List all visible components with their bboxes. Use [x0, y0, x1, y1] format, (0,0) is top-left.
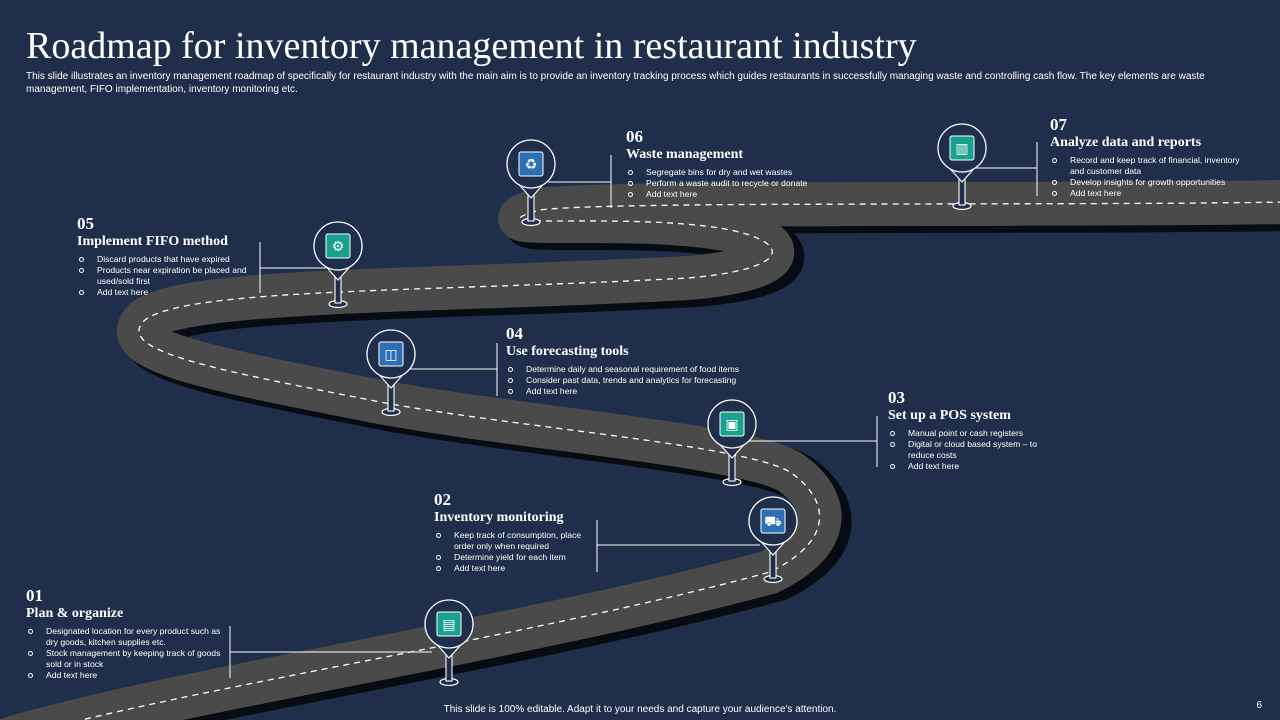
step-bullet: Record and keep track of financial, inve…: [1050, 155, 1255, 177]
step-bullets: Record and keep track of financial, inve…: [1050, 155, 1255, 199]
step-bullet: Stock management by keeping track of goo…: [26, 648, 226, 670]
gears-icon: ⚙: [332, 239, 345, 255]
step-bullets: Designated location for every product su…: [26, 626, 226, 681]
slide-title: Roadmap for inventory management in rest…: [26, 25, 917, 67]
step-03: 03 Set up a POS system Manual point or c…: [888, 389, 1058, 472]
marker-01: ▤: [424, 599, 474, 687]
step-bullet: Manual point or cash registers: [888, 428, 1058, 439]
slide-subtitle: This slide illustrates an inventory mana…: [26, 71, 1205, 95]
step-bullet: Determine daily and seasonal requirement…: [506, 364, 786, 375]
step-bullet: Add text here: [434, 563, 596, 574]
step-heading: Use forecasting tools: [506, 344, 629, 359]
marker-06: ♻: [506, 139, 556, 227]
step-bullet: Segregate bins for dry and wet wastes: [626, 167, 856, 178]
step-bullets: Segregate bins for dry and wet wastes Pe…: [626, 167, 856, 200]
recycle-bin-icon: ♻: [525, 157, 538, 173]
step-bullet: Add text here: [77, 287, 255, 298]
step-06: 06 Waste management Segregate bins for d…: [626, 128, 856, 200]
roadmap-markers: ▤ ⛟ ▣ ◫ ⚙ ♻ ▥: [313, 123, 987, 687]
step-07: 07 Analyze data and reports Record and k…: [1050, 116, 1255, 199]
step-bullet: Add text here: [626, 189, 856, 200]
forecast-report-icon: ◫: [384, 347, 397, 363]
step-heading: Set up a POS system: [888, 408, 1011, 423]
step-bullet: Consider past data, trends and analytics…: [506, 375, 786, 386]
step-bullets: Keep track of consumption, place order o…: [434, 530, 596, 574]
step-bullet: Discard products that have expired: [77, 254, 255, 265]
step-bullet: Determine yield for each item: [434, 552, 596, 563]
step-04: 04 Use forecasting tools Determine daily…: [506, 325, 786, 397]
step-bullet: Add text here: [506, 386, 786, 397]
step-bullets: Determine daily and seasonal requirement…: [506, 364, 786, 397]
marker-icon-tile: [518, 151, 544, 177]
step-number: 03: [888, 388, 905, 407]
marker-icon-tile: [760, 508, 786, 534]
step-number: 02: [434, 490, 451, 509]
step-number: 07: [1050, 115, 1067, 134]
step-bullets: Manual point or cash registers Digital o…: [888, 428, 1058, 472]
step-02: 02 Inventory monitoring Keep track of co…: [434, 491, 596, 574]
step-01: 01 Plan & organize Designated location f…: [26, 587, 226, 681]
marker-icon-tile: [378, 341, 404, 367]
marker-icon-tile: [325, 233, 351, 259]
marker-04: ◫: [366, 329, 416, 417]
step-heading: Implement FIFO method: [77, 234, 228, 249]
step-bullet: Add text here: [26, 670, 226, 681]
step-number: 06: [626, 127, 643, 146]
page-number: 6: [1256, 700, 1262, 711]
marker-03: ▣: [707, 399, 757, 487]
step-heading: Plan & organize: [26, 606, 124, 621]
marker-07: ▥: [937, 123, 987, 211]
marker-icon-tile: [719, 411, 745, 437]
marker-05: ⚙: [313, 221, 363, 309]
step-heading: Waste management: [626, 147, 744, 162]
step-bullet: Products near expiration be placed and u…: [77, 265, 255, 287]
step-bullets: Discard products that have expired Produ…: [77, 254, 255, 298]
step-bullet: Digital or cloud based system – to reduc…: [888, 439, 1058, 461]
marker-icon-tile: [436, 611, 462, 637]
road-center-line: [78, 201, 1280, 720]
delivery-truck-icon: ⛟: [764, 514, 782, 530]
step-number: 01: [26, 586, 43, 605]
step-05: 05 Implement FIFO method Discard product…: [77, 215, 255, 298]
slide-footer: This slide is 100% editable. Adapt it to…: [443, 704, 837, 715]
step-number: 04: [506, 324, 523, 343]
step-heading: Analyze data and reports: [1050, 135, 1202, 150]
step-bullet: Add text here: [1050, 188, 1255, 199]
bar-chart-icon: ▥: [955, 141, 968, 157]
clipboard-icon: ▤: [442, 617, 455, 633]
step-number: 05: [77, 214, 94, 233]
step-bullet: Perform a waste audit to recycle or dona…: [626, 178, 856, 189]
step-bullet: Develop insights for growth opportunitie…: [1050, 177, 1255, 188]
marker-02: ⛟: [748, 496, 798, 584]
marker-icon-tile: [949, 135, 975, 161]
step-bullet: Designated location for every product su…: [26, 626, 226, 648]
pos-terminal-icon: ▣: [725, 417, 738, 433]
step-heading: Inventory monitoring: [434, 510, 564, 525]
step-bullet: Keep track of consumption, place order o…: [434, 530, 596, 552]
step-bullet: Add text here: [888, 461, 1058, 472]
